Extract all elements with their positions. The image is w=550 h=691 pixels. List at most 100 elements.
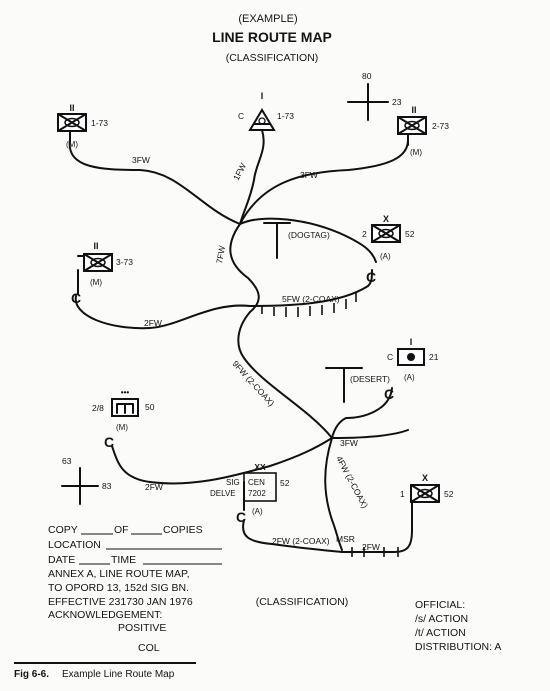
form-positive: POSITIVE [118,622,166,634]
grid-bottom-vert: 63 [62,456,72,466]
route-label-r12: 2FW [362,542,380,552]
official-s-action: /s/ ACTION [415,613,468,625]
unit-2-52-terminal: C [366,269,376,285]
unit-2-8: ••• 2/8 50 (M) C [92,388,155,450]
unit-c-1-73-prefix: C [238,111,244,121]
official-t-action: /t/ ACTION [415,627,466,639]
footer-classification: (CLASSIFICATION) [256,596,349,608]
unit-2-8-sub: (M) [116,423,128,432]
unit-1-52: X 1 52 [400,473,454,503]
unit-2-52-prefix: 2 [362,229,367,239]
route-3-73-to-trunk [74,295,251,330]
grid-cross-top: 80 23 [347,71,402,121]
unit-2-8-echelon: ••• [121,388,130,397]
unit-1-52-prefix: 1 [400,489,405,499]
unit-2-73-echelon: II [411,105,416,115]
route-label-r4: 7FW [214,245,227,264]
unit-3-73-terminal: C [71,290,81,306]
form-block: COPY OF COPIES LOCATION DATE TIME ANNEX … [48,524,222,654]
form-location: LOCATION [48,539,101,551]
unit-2-8-terminal: C [104,434,114,450]
point-dogtag-label: (DOGTAG) [288,230,330,240]
msr-label: MSR [336,534,355,544]
unit-1-73-label: 1-73 [91,118,108,128]
official-block: OFFICIAL: /s/ ACTION /t/ ACTION DISTRIBU… [415,599,501,653]
point-desert-label: (DESERT) [350,374,390,384]
unit-c-21-label: 21 [429,352,439,362]
unit-sig-line1b: CEN [248,478,265,487]
route-9fw-coax [237,311,333,439]
point-dogtag: (DOGTAG) [263,222,330,259]
unit-c-1-73: I C 1-73 [238,91,294,131]
example-label: (EXAMPLE) [238,13,297,25]
route-label-r1: 3FW [132,155,150,165]
unit-sig-cen: XX SIG CEN DELVE 7202 52 (A) C [210,462,290,525]
form-annex-2: TO OPORD 13, 152d SIG BN. [48,582,189,594]
route-3fw-east [331,429,409,439]
route-label-r9: 2FW [145,482,163,492]
official-label: OFFICIAL: [415,599,465,611]
route-7fw-trunk [229,223,260,313]
grid-cross-bottom: 63 83 [61,456,112,505]
route-label-r10: 4FW (2-COAX) [334,454,370,510]
unit-1-73-sub: (M) [66,140,78,149]
caption-fig: Fig 6-6. [14,669,49,680]
unit-c-21-terminal: C [384,386,394,402]
form-col: COL [138,642,160,654]
unit-1-52-echelon: X [422,473,428,483]
unit-3-73: II 3-73 (M) C [71,241,133,306]
grid-top-vert: 80 [362,71,372,81]
unit-c-1-73-echelon: I [261,91,264,101]
form-copy: COPY [48,524,78,536]
route-msr-to-52 [341,499,413,553]
unit-sig-line2b: 7202 [248,489,266,498]
route-node-to-52 [239,217,377,263]
route-2-73-to-node [239,139,409,225]
route-label-r11: 2FW (2-COAX) [272,536,330,546]
route-2fw-coax [242,519,343,553]
unit-1-73: II 1-73 (M) [57,103,108,149]
form-date: DATE [48,554,75,566]
unit-2-73-label: 2-73 [432,121,449,131]
route-label-r6: 5FW (2-COAX) [282,294,340,304]
unit-2-8-prefix: 2/8 [92,403,104,413]
point-desert: (DESERT) [325,367,390,403]
unit-3-73-sub: (M) [90,278,102,287]
unit-c-1-73-label: 1-73 [277,111,294,121]
unit-sig-terminal: C [236,509,246,525]
route-1-73c-to-node [239,129,265,225]
unit-3-73-echelon: II [93,241,98,251]
map-title: LINE ROUTE MAP [212,29,332,45]
route-label-r5: 2FW [144,318,162,328]
form-ack: ACKNOWLEDGEMENT: [48,609,162,621]
official-distribution: DISTRIBUTION: A [415,641,501,653]
header-classification: (CLASSIFICATION) [226,52,319,64]
unit-1-73-echelon: II [69,103,74,113]
form-annex-3: EFFECTIVE 231730 JAN 1976 [48,596,193,608]
unit-2-52-sub: (A) [380,252,391,261]
unit-sig-echelon: XX [254,462,266,472]
unit-2-73-sub: (M) [410,148,422,157]
unit-sig-line1a: SIG [226,478,240,487]
route-4fw-coax [324,437,343,551]
unit-c-21-echelon: I [410,337,413,347]
unit-2-73: II 2-73 (M) [397,105,449,157]
grid-bottom-horz: 83 [102,481,112,491]
unit-2-8-label: 50 [145,402,155,412]
unit-2-52-label: 52 [405,229,415,239]
coax-ticks [261,293,357,317]
unit-3-73-label: 3-73 [116,257,133,267]
route-1-73-to-node [68,139,241,225]
unit-sig-line2a: DELVE [210,489,236,498]
route-2-8-to-node [111,437,333,485]
route-label-r2: 1FW [231,161,248,182]
route-c21-to-node [331,387,393,439]
unit-sig-sub: (A) [252,507,263,516]
route-label-r3: 3FW [300,170,318,180]
unit-c-21-sub: (A) [404,373,415,382]
unit-2-52-echelon: X [383,214,389,224]
unit-1-52-label: 52 [444,489,454,499]
grid-top-horz: 23 [392,97,402,107]
